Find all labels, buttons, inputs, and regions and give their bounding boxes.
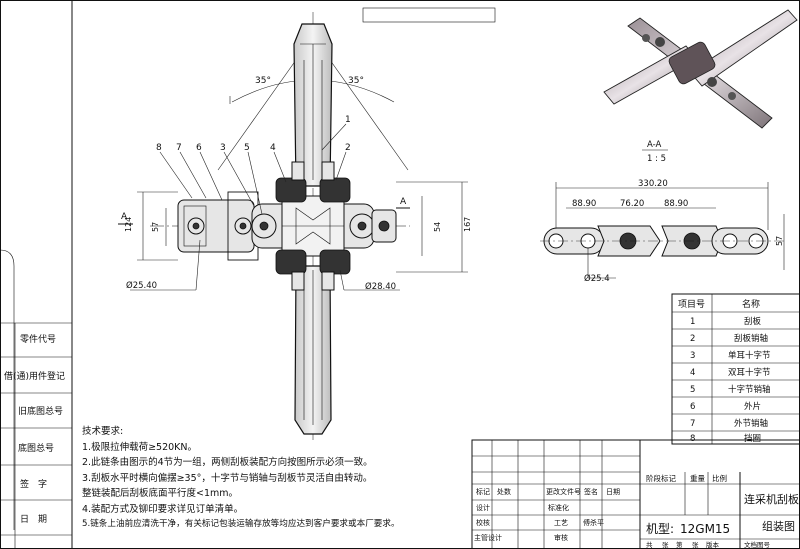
dim-pitch-right: 88.90 xyxy=(664,199,688,209)
balloon-3: 3 xyxy=(220,143,226,153)
strip-label-borrowed: 借(通)用件登记 xyxy=(4,370,65,382)
note-item: 整链装配后刮板底面平行度<1mm。 xyxy=(82,488,239,499)
tb-header-mark: 标记 xyxy=(476,487,490,496)
bom-row-no: 4 xyxy=(690,368,695,378)
strip-label-old-base: 旧底图总号 xyxy=(18,405,63,417)
bom-row-name: 单耳十字节 xyxy=(728,350,771,361)
section-mark-left: A xyxy=(121,212,128,222)
lower-clamp-right xyxy=(319,249,351,275)
tb-model-value: 12GM15 xyxy=(680,522,730,536)
tb-label-standard: 标准化 xyxy=(548,503,569,512)
strip-label-base: 底图总号 xyxy=(18,442,54,454)
notes-title: 技术要求: xyxy=(82,426,124,437)
tb-header-count: 处数 xyxy=(497,487,511,496)
tb-label-review: 审核 xyxy=(554,533,568,542)
bom-row-name: 外节销轴 xyxy=(734,418,768,429)
dim-dia-right: Ø28.40 xyxy=(365,281,396,292)
bom-header-no: 项目号 xyxy=(678,299,705,310)
tb-label-chief: 主管设计 xyxy=(474,533,502,542)
angle-right-label: 35° xyxy=(348,76,364,86)
dim-height-right-inner: 54 xyxy=(433,222,442,232)
tb-label-design: 设计 xyxy=(476,503,490,512)
strip-label-part-code: 零件代号 xyxy=(20,333,56,345)
tb-model-label: 机型: xyxy=(646,522,674,536)
section-view: A-A 1 : 5 330.20 88.90 76.20 88.90 57 Ø2… xyxy=(540,140,786,284)
strip-label-sign: 签 字 xyxy=(20,478,47,490)
strip-label-date: 日 期 xyxy=(20,514,47,525)
tb-value-process: 傅杀平 xyxy=(583,518,604,527)
dim-pitch-mid: 76.20 xyxy=(620,199,644,209)
bom-row-name: 挡圈 xyxy=(744,433,761,444)
bom-row-no: 2 xyxy=(690,334,695,344)
lower-clamp-left xyxy=(275,249,307,275)
technical-notes: 技术要求: 1.极限拉伸载荷≥520KN。 2.此链条由图示的4节为一组，两侧刮… xyxy=(82,424,477,533)
bom-row-name: 十字节销轴 xyxy=(728,384,771,395)
balloon-8: 8 xyxy=(156,143,162,153)
balloon-2: 2 xyxy=(345,143,351,153)
section-scale: 1 : 5 xyxy=(647,154,666,164)
balloon-1: 1 xyxy=(345,115,351,125)
tb-drawing-name-2: 组装图 xyxy=(762,519,795,533)
tb-header-date: 日期 xyxy=(606,488,620,496)
section-label: A-A xyxy=(647,140,662,150)
dim-section-height: 57 xyxy=(775,236,784,246)
tb-footer-doc-no: 文档图号 xyxy=(744,540,771,549)
balloon-4: 4 xyxy=(270,143,276,153)
dim-height-left-inner: 57 xyxy=(151,222,160,232)
bom-row-no: 6 xyxy=(690,402,695,412)
angle-left-label: 35° xyxy=(255,76,271,86)
note-item: 3.刮板水平时横向偏摆≥35°，十字节与销轴与刮板节灵活自由转动。 xyxy=(82,472,373,484)
dim-height-right: 167 xyxy=(463,217,472,232)
balloon-7: 7 xyxy=(176,143,182,153)
tb-header-change-doc: 更改文件号 xyxy=(546,487,581,496)
tb-footer-version: 版本 xyxy=(706,540,720,549)
tb-label-check: 校核 xyxy=(476,518,490,527)
bom-row-name: 外片 xyxy=(744,401,761,412)
balloon-6: 6 xyxy=(196,143,202,153)
part-balloons: 8 7 6 3 5 4 1 2 xyxy=(156,115,351,215)
dim-total-length: 330.20 xyxy=(638,179,668,189)
tb-scale: 比例 xyxy=(712,473,727,483)
bom-row-name: 刮板销轴 xyxy=(734,333,768,344)
bom-header-name: 名称 xyxy=(742,298,760,310)
section-mark-right: A xyxy=(400,197,407,207)
tb-footer-sheets: 张 xyxy=(662,540,669,549)
tb-footer-sheet: 张 xyxy=(692,540,699,549)
tb-drawing-name-1: 连采机刮板链 xyxy=(744,492,800,506)
bom-row-name: 双耳十字节 xyxy=(728,367,771,378)
note-item: 2.此链条由图示的4节为一组，两侧刮板装配方向按图所示必须一致。 xyxy=(82,457,373,468)
dim-section-dia: Ø25.4 xyxy=(584,273,610,284)
bom-row-no: 1 xyxy=(690,317,695,327)
bom-table: 项目号 名称 1 刮板 2 刮板销轴 3 单耳十字节 4 双耳十字节 5 十字节… xyxy=(671,293,800,445)
note-item: 5.链条上油前应清洗干净，有关标记包装运输存放等均应达到客户要求或本厂要求。 xyxy=(82,519,400,529)
bom-row-no: 3 xyxy=(690,351,695,361)
note-item: 1.极限拉伸载荷≥520KN。 xyxy=(82,441,197,453)
tb-weight: 重量 xyxy=(690,474,705,483)
note-item: 4.装配方式及铆印要求详见订单清单。 xyxy=(82,503,244,515)
tb-stage-mark: 阶段标记 xyxy=(646,473,676,483)
tb-header-sign: 签名 xyxy=(584,487,598,496)
title-block: 标记 处数 更改文件号 签名 日期 设计 校核 主管设计 标准化 工艺 审核 傅… xyxy=(471,439,800,549)
upper-clamp-left xyxy=(275,177,307,203)
isometric-view xyxy=(603,9,798,129)
left-strip: 零件代号 借(通)用件登记 旧底图总号 底图总号 签 字 日 期 xyxy=(0,249,72,549)
dim-dia-left: Ø25.40 xyxy=(126,280,157,291)
upper-clamp-right xyxy=(319,177,351,203)
front-view: 35° 35° xyxy=(118,12,472,440)
bom-row-no: 8 xyxy=(690,434,695,444)
bom-row-no: 7 xyxy=(690,419,695,429)
dim-pitch-left: 88.90 xyxy=(572,199,596,209)
balloon-5: 5 xyxy=(244,143,250,153)
bom-row-no: 5 xyxy=(690,385,695,395)
tb-label-process: 工艺 xyxy=(554,519,568,527)
bom-row-name: 刮板 xyxy=(744,316,762,327)
tb-footer-total: 共 xyxy=(646,540,653,549)
tb-footer-no: 第 xyxy=(676,540,683,549)
